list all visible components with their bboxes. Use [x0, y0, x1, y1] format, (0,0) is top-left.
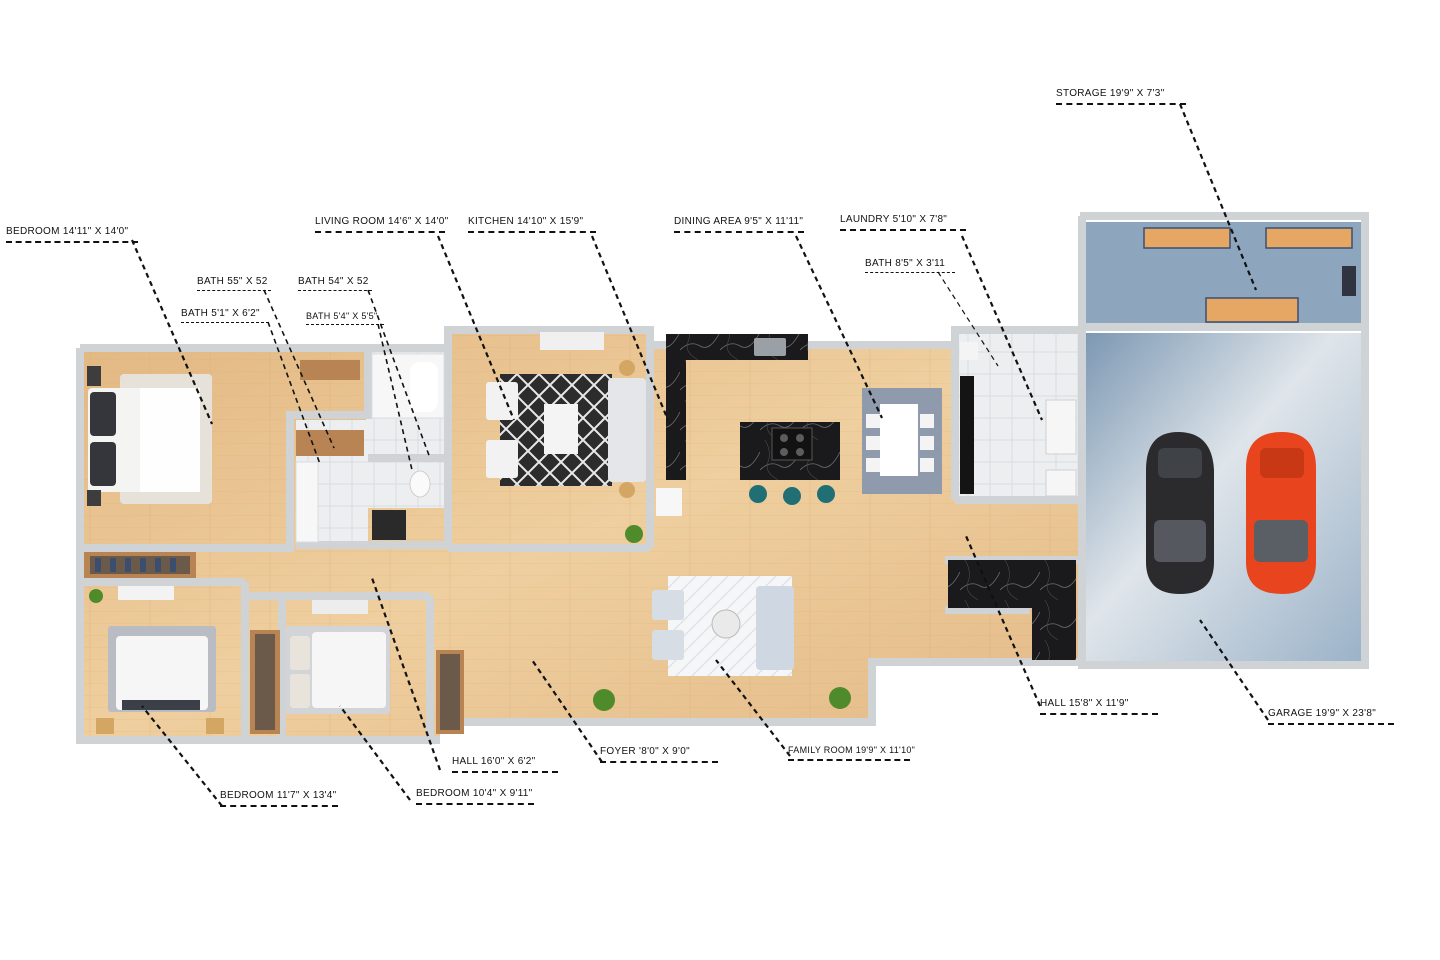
living-room-label: LIVING ROOM 14'6" X 14'0" [315, 216, 448, 233]
kitchen-label: KITCHEN 14'10" X 15'9" [468, 216, 596, 233]
stool [817, 485, 835, 503]
sink [754, 338, 786, 356]
bath-laundry-label: BATH 8'5" X 3'11 [865, 258, 955, 273]
family-room-label: FAMILY ROOM 19'9" X 11'10" [788, 744, 915, 761]
bath-b-label: BATH 54" X 52 [298, 276, 372, 291]
hall-right-label: HALL 15'8" X 11'9" [1040, 698, 1158, 715]
leader-lines [130, 103, 1269, 807]
closet-master [84, 552, 196, 578]
armchair [486, 382, 518, 420]
dining-area-label: DINING AREA 9'5" X 11'11" [674, 216, 804, 233]
hall-left-label: HALL 16'0" X 6'2" [452, 756, 558, 773]
vanity [372, 510, 406, 540]
dryer [1045, 469, 1077, 497]
nightstand [87, 490, 101, 506]
master-bed [88, 374, 212, 504]
cabinet [300, 360, 360, 380]
black-car [1146, 432, 1214, 594]
armchair [652, 630, 684, 660]
bath-a-label: BATH 55" X 52 [197, 276, 271, 291]
orange-car [1246, 432, 1316, 594]
bedroom-2-label: BEDROOM 11'7" X 13'4" [220, 790, 338, 807]
bedroom-master-label: BEDROOM 14'11" X 14'0" [6, 226, 138, 243]
sofa [608, 378, 646, 482]
armchair [652, 590, 684, 620]
garage-label: GARAGE 19'9" X 23'8" [1268, 708, 1394, 725]
bath-d-label: BATH 5'4" X 5'5" [306, 310, 384, 325]
family-sofa [756, 586, 794, 670]
storage-label: STORAGE 19'9" X 7'3" [1056, 88, 1186, 105]
foyer-label: FOYER '8'0" X 9'0" [600, 746, 718, 763]
shower [295, 461, 319, 543]
stool [783, 487, 801, 505]
armchair [486, 440, 518, 478]
toilet [409, 470, 431, 498]
storage-shelves [1143, 227, 1356, 323]
coffee-table [544, 404, 578, 454]
washer [1045, 399, 1077, 455]
bedroom-3-label: BEDROOM 10'4" X 9'11" [416, 788, 534, 805]
plants [89, 525, 851, 711]
stool [749, 485, 767, 503]
bed-2 [108, 626, 216, 712]
furniture [84, 227, 1356, 734]
tv-console [540, 332, 604, 350]
laundry-counter [960, 376, 974, 494]
side-table [711, 609, 741, 639]
bath-c-label: BATH 5'1" X 6'2" [181, 308, 269, 323]
closet-bath [296, 430, 364, 456]
laundry-label: LAUNDRY 5'10" X 7'8" [840, 214, 966, 231]
bed-3 [286, 626, 390, 714]
dining-table [880, 404, 918, 476]
nightstand [87, 366, 101, 386]
kitchen-counter [666, 334, 808, 360]
cooktop [771, 427, 813, 461]
